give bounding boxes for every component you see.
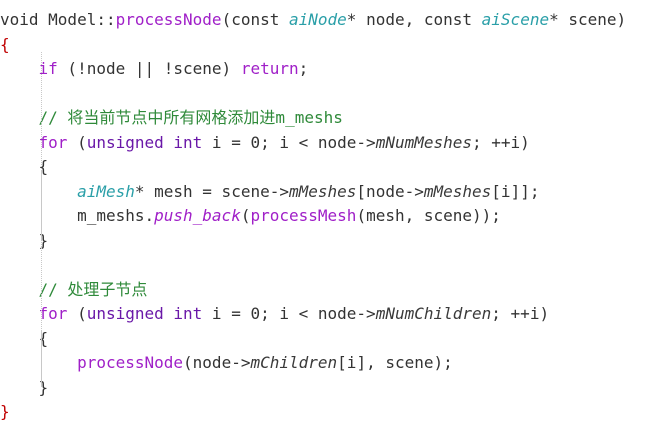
- code-line: {: [0, 155, 49, 179]
- code-token: mChildren: [250, 353, 338, 372]
- code-token: (node->: [183, 353, 251, 372]
- code-token: (const: [221, 10, 289, 29]
- code-token: ;: [298, 59, 309, 78]
- code-token: * mesh = scene->: [134, 181, 289, 201]
- code-token: unsigned int: [86, 304, 203, 323]
- code-token: [0, 280, 39, 299]
- code-line: for (unsigned int i = 0; i < node->mNumM…: [0, 131, 530, 155]
- code-line: for (unsigned int i = 0; i < node->mNumC…: [0, 302, 550, 326]
- code-token: processMesh: [250, 206, 357, 225]
- code-token: [i], scene);: [337, 353, 453, 372]
- code-token: mMeshes: [423, 181, 492, 201]
- code-token: m_meshs.: [0, 206, 155, 225]
- code-token: }: [0, 377, 49, 397]
- code-token: (mesh, scene));: [356, 206, 501, 225]
- code-token: (!node || !scene): [57, 59, 241, 78]
- code-token: aiMesh: [77, 181, 135, 201]
- code-token: return: [240, 59, 299, 78]
- code-line: aiMesh* mesh = scene->mMeshes[node->mMes…: [0, 180, 539, 204]
- code-token: [i]];: [491, 181, 540, 201]
- code-token: (: [240, 206, 251, 225]
- code-token: if: [38, 59, 58, 78]
- code-line: void Model::processNode(const aiNode* no…: [0, 8, 626, 32]
- indent-guide: [41, 331, 42, 386]
- code-token: (: [67, 132, 87, 152]
- code-token: [0, 59, 39, 78]
- code-token: i = 0; i < node->: [202, 132, 376, 152]
- code-token: mMeshes: [288, 181, 357, 201]
- code-token: mNumChildren: [375, 304, 492, 323]
- code-line: }: [0, 400, 10, 424]
- code-token: [0, 108, 39, 127]
- code-token: aiNode: [289, 10, 347, 29]
- code-line: }: [0, 229, 49, 253]
- code-token: * scene): [549, 10, 627, 29]
- code-token: [0, 182, 77, 201]
- code-token: [0, 353, 77, 372]
- code-token: mNumMeshes: [375, 132, 473, 152]
- code-line: // 处理子节点: [0, 278, 148, 302]
- code-line: // 将当前节点中所有网格添加进m_meshs: [0, 106, 343, 130]
- code-line: {: [0, 327, 49, 351]
- code-token: {: [0, 157, 49, 176]
- code-line: processNode(node->mChildren[i], scene);: [0, 351, 453, 375]
- code-token: [0, 304, 39, 323]
- code-token: (: [67, 304, 87, 323]
- code-line: }: [0, 376, 49, 400]
- code-token: ; ++i): [491, 304, 550, 323]
- code-token: for: [38, 132, 68, 152]
- code-token: // 将当前节点中所有网格添加进m_meshs: [38, 108, 343, 127]
- code-token: push_back: [154, 206, 241, 225]
- code-token: void Model::: [0, 10, 116, 29]
- code-token: processNode: [77, 353, 184, 372]
- code-line: {: [0, 33, 10, 57]
- code-line: m_meshs.push_back(processMesh(mesh, scen…: [0, 204, 501, 228]
- code-token: i = 0; i < node->: [202, 304, 376, 323]
- indent-guide: [41, 170, 42, 240]
- code-line: if (!node || !scene) return;: [0, 57, 309, 81]
- code-token: * node, const: [346, 10, 482, 29]
- code-token: // 处理子节点: [38, 279, 148, 299]
- code-token: processNode: [115, 10, 222, 29]
- code-token: {: [0, 34, 10, 54]
- code-token: for: [38, 304, 68, 323]
- code-token: ; ++i): [472, 132, 530, 152]
- code-token: }: [0, 230, 49, 250]
- code-token: [node->: [356, 181, 424, 201]
- code-token: aiScene: [481, 10, 550, 29]
- code-token: {: [0, 328, 49, 348]
- code-token: unsigned int: [86, 132, 203, 152]
- code-token: [0, 133, 39, 152]
